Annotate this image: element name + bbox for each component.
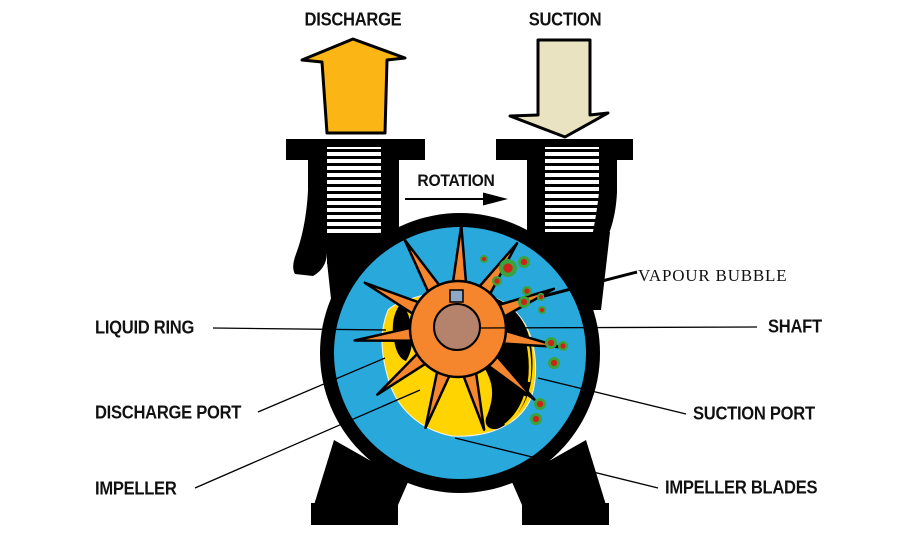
vapour-bubble-core [532,415,540,423]
suction-port-label: SUCTION PORT [693,403,815,424]
discharge-pipe-inner-wall [381,160,399,244]
liquid-ring-leader [212,327,387,331]
impeller-blades-label: IMPELLER BLADES [665,477,818,498]
liquid-ring-label: LIQUID RING [95,317,195,338]
discharge-port-leader [257,357,386,413]
left-foot [311,503,398,525]
suction-port-leader [537,377,687,415]
vapour-bubble-core [503,263,513,273]
discharge-pipe-outer-wall [293,160,327,276]
left-leg [314,440,408,505]
right-leg [512,440,606,505]
vapour-bubble-core [547,339,555,347]
vapour-bubble-core [481,256,487,262]
port-plate-sliver-2 [504,395,527,426]
suction-pipe-inner-wall [527,160,545,242]
shaft-leader [479,326,758,329]
vapour-bubble-core [560,343,566,349]
suction-pipe-hatch [545,143,599,258]
suction-flange [496,139,633,160]
shaft-key [449,289,464,303]
vapour-bubble-core [520,258,528,266]
vapour-bubble-core [539,307,545,313]
rotation-label: ROTATION [417,171,495,190]
suction-label: SUCTION [528,9,602,30]
vapour-bubble-core [524,288,530,294]
shaft-label: SHAFT [768,316,822,337]
vapour-bubble-label: VAPOUR BUBBLE [638,266,788,285]
pump-legs [311,440,609,525]
discharge-label: DISCHARGE [304,9,402,30]
leader-lines [194,270,758,489]
discharge-flange [286,139,425,160]
impeller-leader [194,389,421,489]
vapour-bubble-leader [543,270,638,298]
vapour-bubbles-group [480,255,568,425]
suction-arrow [508,38,610,139]
vapour-bubble-core [538,294,544,300]
vapour-bubble-core [520,298,528,306]
impeller-blades-leader [454,437,659,489]
rotation-arrow [405,192,508,206]
vapour-bubble-core [550,359,558,367]
right-foot [522,503,609,525]
impeller-label: IMPELLER [95,478,177,499]
vapour-bubble-core [536,400,544,408]
shaft-circle [433,303,481,351]
vapour-bubble-core [494,278,500,284]
discharge-port-label: DISCHARGE PORT [95,402,242,423]
discharge-arrow [300,37,407,135]
